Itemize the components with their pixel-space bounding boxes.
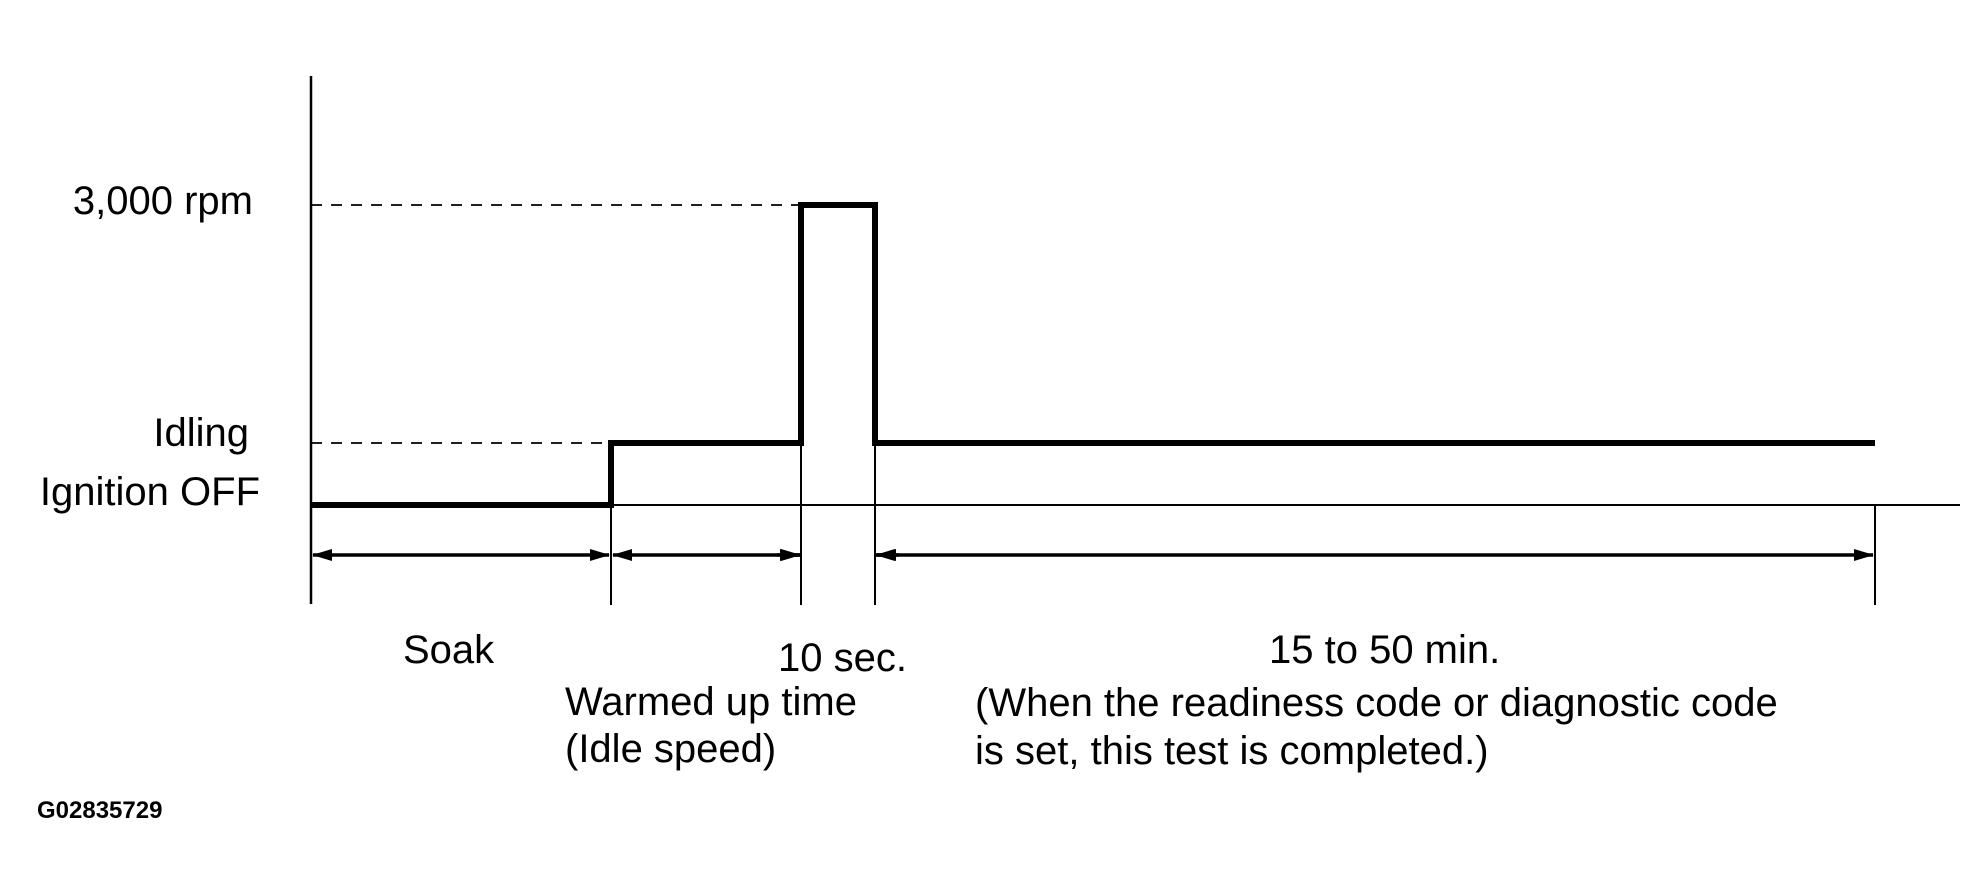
y-label-3000rpm: 3,000 rpm — [73, 179, 253, 223]
figure-id-label: G02835729 — [37, 797, 162, 824]
phase-label-run-line3: is set, this test is completed.) — [975, 729, 1489, 773]
phase-label-run-line2: (When the readiness code or diagnostic c… — [975, 681, 1778, 725]
y-label-ignition-off: Ignition OFF — [40, 470, 260, 514]
phase-label-spike: 10 sec. — [778, 636, 907, 680]
phase-label-run-line1: 15 to 50 min. — [1269, 628, 1500, 672]
y-label-idling: Idling — [153, 411, 249, 455]
phase-label-warmup-line1: Warmed up time — [565, 680, 857, 724]
phase-label-soak: Soak — [403, 628, 495, 672]
phase-label-warmup-line2: (Idle speed) — [565, 727, 776, 771]
rpm-profile-line — [311, 202, 1875, 508]
